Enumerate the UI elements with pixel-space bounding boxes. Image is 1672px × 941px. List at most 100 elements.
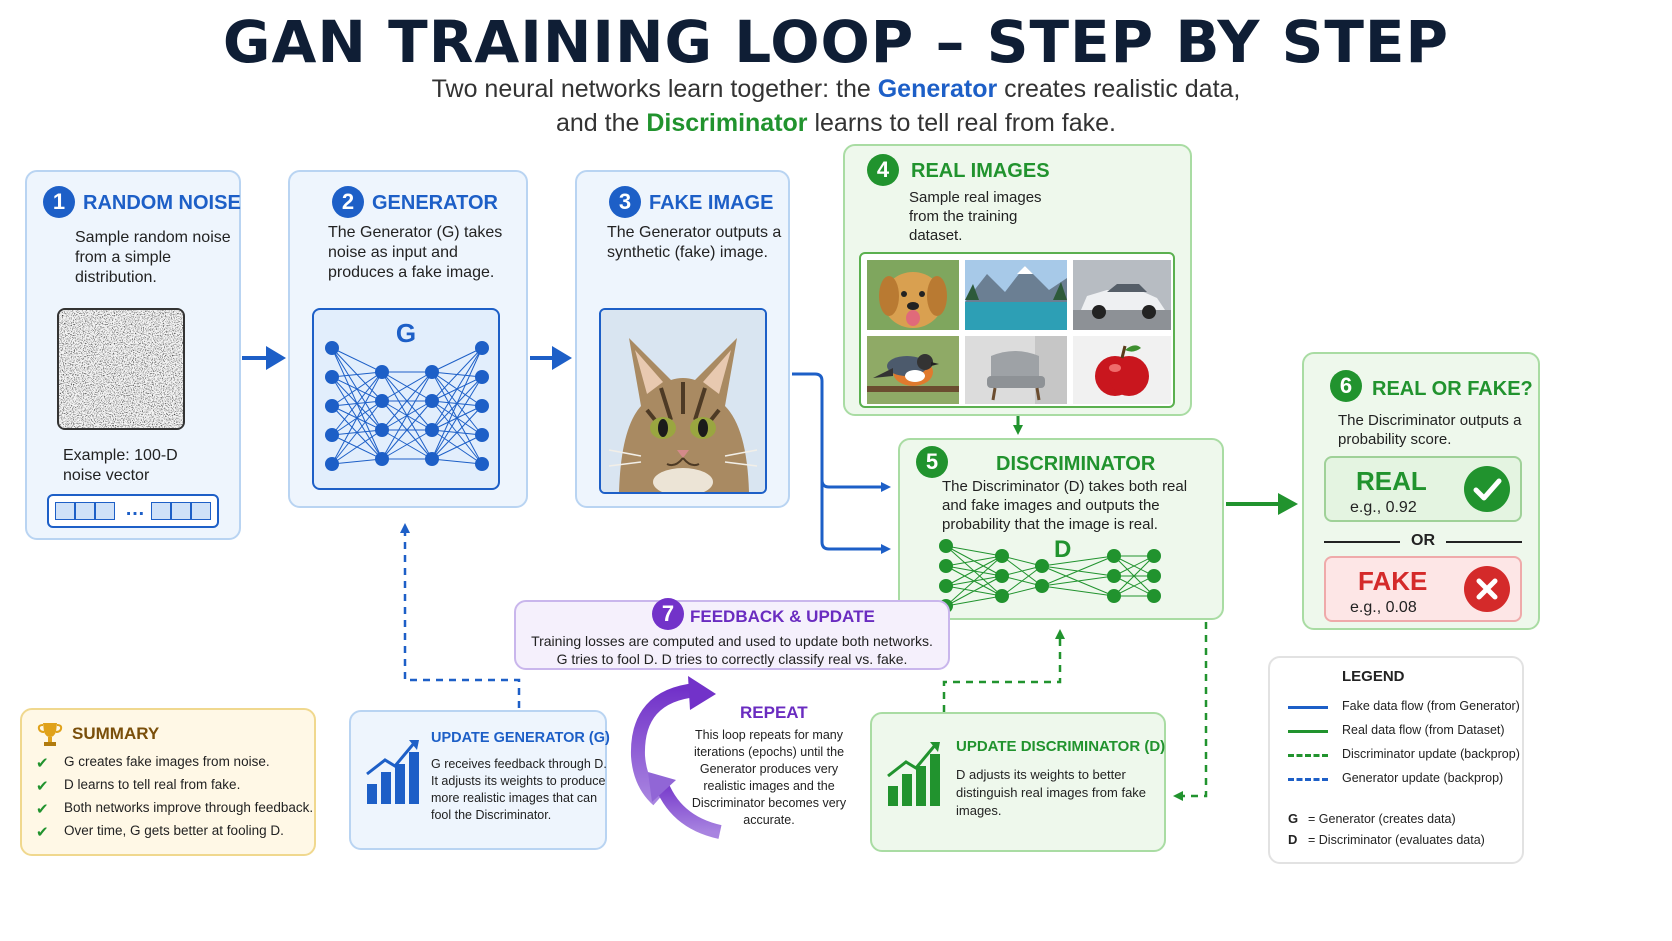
- network-edge: [1041, 585, 1115, 597]
- real-images-grid: [859, 252, 1175, 408]
- network-node: [375, 452, 389, 466]
- network-edge: [331, 371, 383, 465]
- legend-title: LEGEND: [1342, 668, 1405, 685]
- network-edge: [331, 347, 383, 373]
- vector-cell: [55, 502, 75, 520]
- real-label: REAL: [1356, 466, 1427, 496]
- update-generator-title: UPDATE GENERATOR (G): [431, 730, 610, 746]
- noise-pattern: [59, 310, 183, 428]
- car-photo: [1073, 260, 1171, 330]
- step-title: FEEDBACK & UPDATE: [690, 607, 875, 626]
- network-node: [1035, 559, 1049, 573]
- divider-line: [1324, 541, 1400, 543]
- update-discriminator-desc: D adjusts its weights to better distingu…: [956, 767, 1147, 818]
- generator-label: G: [395, 318, 417, 348]
- lake-photo: [965, 260, 1067, 330]
- network-node: [375, 365, 389, 379]
- subtitle-generator: Generator: [877, 75, 998, 103]
- network-node: [475, 341, 489, 355]
- network-edge: [331, 400, 383, 465]
- arrow-generator-to-fake: [530, 346, 572, 370]
- fake-score: e.g., 0.08: [1350, 599, 1417, 616]
- network-edge: [381, 371, 433, 431]
- network-node: [475, 428, 489, 442]
- noise-example: Example: 100-D noise vector: [63, 447, 178, 484]
- or-label: OR: [1411, 532, 1435, 549]
- generator-network-graph: [325, 341, 489, 471]
- network-edge: [381, 371, 433, 460]
- step-random-noise: 1 RANDOM NOISE Sample random noise from …: [25, 170, 241, 540]
- subtitle-discriminator: Discriminator: [646, 109, 808, 137]
- network-edge: [431, 347, 483, 402]
- check-icon: ✔: [36, 824, 49, 841]
- network-node: [1107, 549, 1121, 563]
- network-edge: [945, 575, 1003, 607]
- trophy-icon: [36, 720, 64, 748]
- noise-image: [57, 308, 185, 430]
- network-node: [1107, 569, 1121, 583]
- repeat-title: REPEAT: [740, 703, 808, 722]
- summary-panel: SUMMARY ✔ G creates fake images from nois…: [20, 708, 316, 856]
- network-node: [425, 452, 439, 466]
- legend-item: Generator update (backprop): [1342, 771, 1504, 785]
- network-node: [1147, 569, 1161, 583]
- summary-text: Over time, G gets better at fooling D.: [64, 823, 284, 838]
- or-divider: OR: [1324, 530, 1522, 554]
- step-number-badge: 2: [332, 186, 364, 218]
- real-score: e.g., 0.92: [1350, 499, 1417, 516]
- step-number-badge: 7: [652, 598, 684, 630]
- step-number-badge: 5: [916, 446, 948, 478]
- network-edge: [1001, 565, 1043, 597]
- check-icon: [1464, 466, 1510, 512]
- network-edge: [331, 371, 383, 378]
- summary-text: G creates fake images from noise.: [64, 754, 270, 769]
- fake-label: FAKE: [1358, 566, 1428, 596]
- step-title: REAL OR FAKE?: [1372, 378, 1533, 400]
- network-edge: [431, 458, 483, 465]
- step-real-or-fake: 6 REAL OR FAKE? The Discriminator output…: [1302, 352, 1540, 630]
- step-description: The Generator (G) takes noise as input a…: [328, 224, 503, 281]
- network-edge: [1113, 575, 1155, 597]
- subtitle-text: Two neural networks learn together: the: [431, 75, 878, 103]
- step-number-badge: 6: [1330, 370, 1362, 402]
- bar-chart-icon: [886, 736, 944, 808]
- network-node: [995, 569, 1009, 583]
- network-edge: [381, 400, 433, 460]
- summary-item: ✔Both networks improve through feedback.: [36, 800, 313, 819]
- network-edge: [381, 429, 433, 460]
- arrow-discriminator-to-output: [1226, 493, 1298, 515]
- bar-chart-icon: [365, 736, 421, 806]
- apple-photo: [1073, 336, 1171, 404]
- network-edge: [945, 555, 1003, 607]
- arrow-fake-to-discriminator: [792, 372, 891, 554]
- network-edge: [331, 458, 383, 465]
- bird-photo: [867, 336, 959, 404]
- step-description: The Discriminator outputs a probability …: [1338, 412, 1522, 448]
- subtitle-line-2: and the Discriminator learns to tell rea…: [0, 106, 1672, 140]
- legend-abbr-d: = Discriminator (evaluates data): [1308, 833, 1485, 847]
- network-edge: [431, 405, 483, 460]
- summary-title: SUMMARY: [72, 724, 160, 743]
- update-discriminator-panel: UPDATE DISCRIMINATOR (D) D adjusts its w…: [870, 712, 1166, 852]
- step-number-badge: 3: [609, 186, 641, 218]
- vector-ellipsis: …: [125, 498, 145, 520]
- step-number-badge: 4: [867, 154, 899, 186]
- legend-abbr-g-key: G: [1288, 811, 1299, 826]
- feedback-line-1: Training losses are computed and used to…: [531, 633, 933, 649]
- step-number-badge: 1: [43, 186, 75, 218]
- arrow-feedback-to-generator: [400, 523, 521, 708]
- network-node: [1035, 579, 1049, 593]
- subtitle-text: learns to tell real from fake.: [807, 109, 1116, 137]
- network-edge: [1041, 555, 1115, 567]
- network-edge: [1113, 555, 1155, 597]
- network-edge: [1041, 575, 1115, 587]
- network-node: [425, 394, 439, 408]
- fake-result-box: FAKE e.g., 0.08: [1324, 556, 1522, 622]
- step-title: FAKE IMAGE: [649, 192, 774, 214]
- network-node: [995, 589, 1009, 603]
- update-generator-panel: UPDATE GENERATOR (G) G receives feedback…: [349, 710, 610, 850]
- network-node: [1147, 549, 1161, 563]
- network-node: [425, 365, 439, 379]
- page-title: GAN TRAINING LOOP – STEP BY STEP: [222, 8, 1450, 76]
- network-node: [939, 559, 953, 573]
